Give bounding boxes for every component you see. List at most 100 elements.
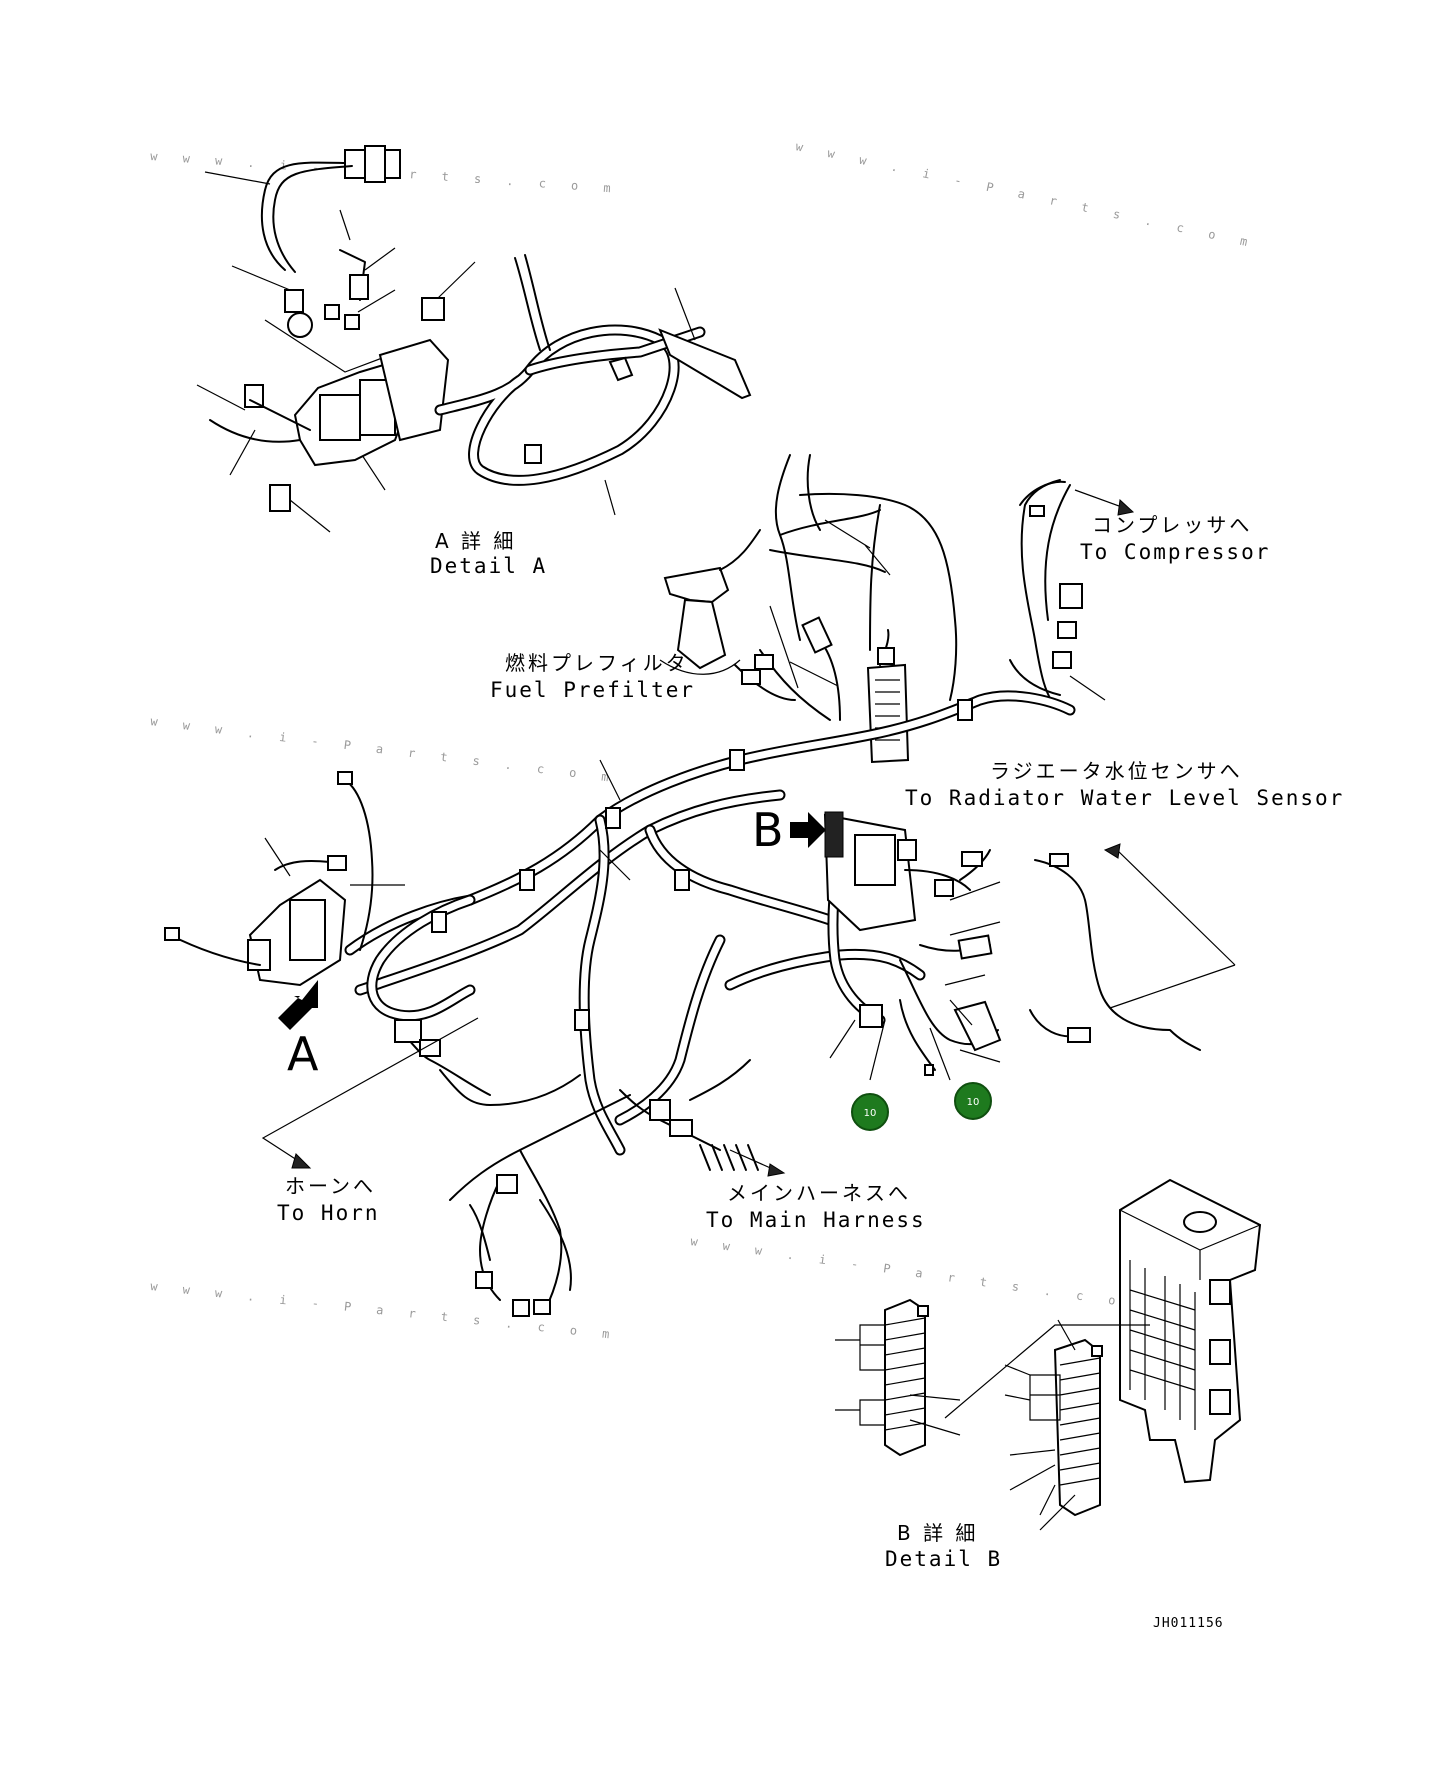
clamp-part (957, 699, 973, 721)
connector-part (247, 939, 271, 971)
compressor-label-en: To Compressor (1080, 540, 1270, 564)
connector-part (164, 927, 180, 941)
horn-side-drawing (164, 771, 581, 1106)
clamp-part (574, 1009, 590, 1031)
connector-part (801, 616, 833, 654)
horn-leader (261, 1017, 479, 1163)
fuel-prefilter-drawing (659, 529, 761, 675)
clamp-part (519, 869, 535, 891)
watermark-text: w w w . i - P a r t s . c o m (794, 139, 1257, 251)
fuse-slot-part (1209, 1339, 1231, 1365)
upper-harness-drawing (734, 454, 958, 764)
connector-part (669, 1119, 693, 1137)
clamp-part (674, 869, 690, 891)
fuse-slot-part (1209, 1389, 1231, 1415)
radiator-label-jp: ラジエータ水位センサへ (990, 759, 1243, 783)
detail-a-drawing (196, 145, 752, 533)
connector-part (741, 669, 761, 685)
connector-part (364, 145, 386, 183)
connector-part (327, 855, 347, 871)
watermark-text: w w w . i - P a r t s . c o m (150, 714, 619, 785)
connector-part (1049, 853, 1069, 867)
main-harness-label-en: To Main Harness (706, 1208, 926, 1232)
connector-part (1057, 621, 1077, 639)
connector-part (496, 1174, 518, 1194)
connector-part (934, 879, 954, 897)
relay-part (419, 1039, 441, 1057)
connector-part (421, 297, 445, 321)
lower-harness-drawing (449, 1059, 759, 1317)
connector-part (269, 484, 291, 512)
compressor-branch-drawing (1009, 479, 1135, 711)
connector-part (859, 1004, 883, 1028)
pin-part (924, 1064, 934, 1076)
connector-part (953, 1000, 1002, 1052)
connector-part (533, 1299, 551, 1315)
bolt-part (324, 304, 340, 320)
connector-part (1052, 651, 1072, 669)
connector-part (337, 771, 353, 785)
filter-bowl-part (676, 598, 727, 670)
connector-part (961, 851, 983, 867)
callout-circle (954, 1082, 992, 1120)
watermarks: w w w . i - P a r t s . c o m w w w . i … (150, 139, 1258, 1342)
connector-part (897, 839, 917, 861)
detail-a-title-jp: A 詳 細 (435, 529, 516, 553)
horn-label-en: To Horn (277, 1201, 380, 1225)
detail-a-title-en: Detail A (430, 554, 547, 578)
main-harness-arrowhead (767, 1163, 786, 1177)
detail-b-title-jp: B 詳 細 (897, 1521, 978, 1545)
watermark-text: w w w . i - P a r t s . c o m (690, 1234, 1158, 1313)
connector-part (649, 1099, 671, 1121)
pipe-part (658, 328, 752, 400)
connector-part (1067, 1027, 1091, 1043)
relay-stack-part (1053, 1338, 1101, 1517)
connector-part (244, 384, 264, 408)
callout-label: 10 (864, 1108, 877, 1119)
detail-b-drawing (835, 1178, 1262, 1531)
grommet-part (287, 312, 313, 338)
radiator-label-en: To Radiator Water Level Sensor (905, 786, 1344, 810)
callout-circle (851, 1093, 889, 1131)
drawing-code: JH011156 (1153, 1616, 1224, 1631)
connector-part (957, 934, 993, 960)
main-harness-drawing (264, 690, 1076, 1156)
connector-part (1059, 583, 1083, 609)
detail-b-title-en: Detail B (885, 1547, 1002, 1571)
main-harness-label-jp: メインハーネスへ (727, 1181, 911, 1205)
clamp-part (608, 356, 634, 382)
horn-label-jp: ホーンへ (285, 1174, 376, 1198)
connector-part (475, 1271, 493, 1289)
callout-label: 10 (967, 1097, 980, 1108)
view-b-arrow (790, 812, 826, 848)
horn-arrowhead (291, 1153, 312, 1169)
compressor-label-jp: コンプレッサへ (1092, 513, 1252, 537)
fuel-prefilter-label-jp: 燃料プレフィルタ (505, 651, 689, 675)
main-harness-leader (729, 1149, 776, 1171)
callout-marker[interactable]: 10 (954, 1082, 992, 1120)
callout-marker[interactable]: 10 (851, 1093, 889, 1131)
bolt-part (344, 314, 360, 330)
module-part (289, 899, 326, 961)
relay-stack-part (884, 1298, 926, 1457)
b-area-drawing (823, 811, 1236, 1081)
clamp-part (729, 749, 745, 771)
relay-part (394, 1019, 422, 1043)
fuse-slot-part (1209, 1279, 1231, 1305)
connector-part (512, 1299, 530, 1317)
fuel-prefilter-label-en: Fuel Prefilter (490, 678, 695, 702)
view-a-letter: A (287, 1027, 319, 1081)
clamp-part (431, 911, 447, 933)
clamp-part (605, 807, 621, 829)
fuse-box-part (1183, 1211, 1217, 1233)
bracket-part (378, 338, 450, 442)
fuse-part (917, 1305, 929, 1317)
connector-part (877, 647, 895, 665)
clip-part (524, 444, 542, 464)
relay-part (824, 811, 844, 858)
module-part (319, 394, 361, 441)
view-a-arrow (278, 980, 318, 1030)
filter-head-part (663, 566, 730, 604)
fuse-part (1091, 1345, 1103, 1357)
